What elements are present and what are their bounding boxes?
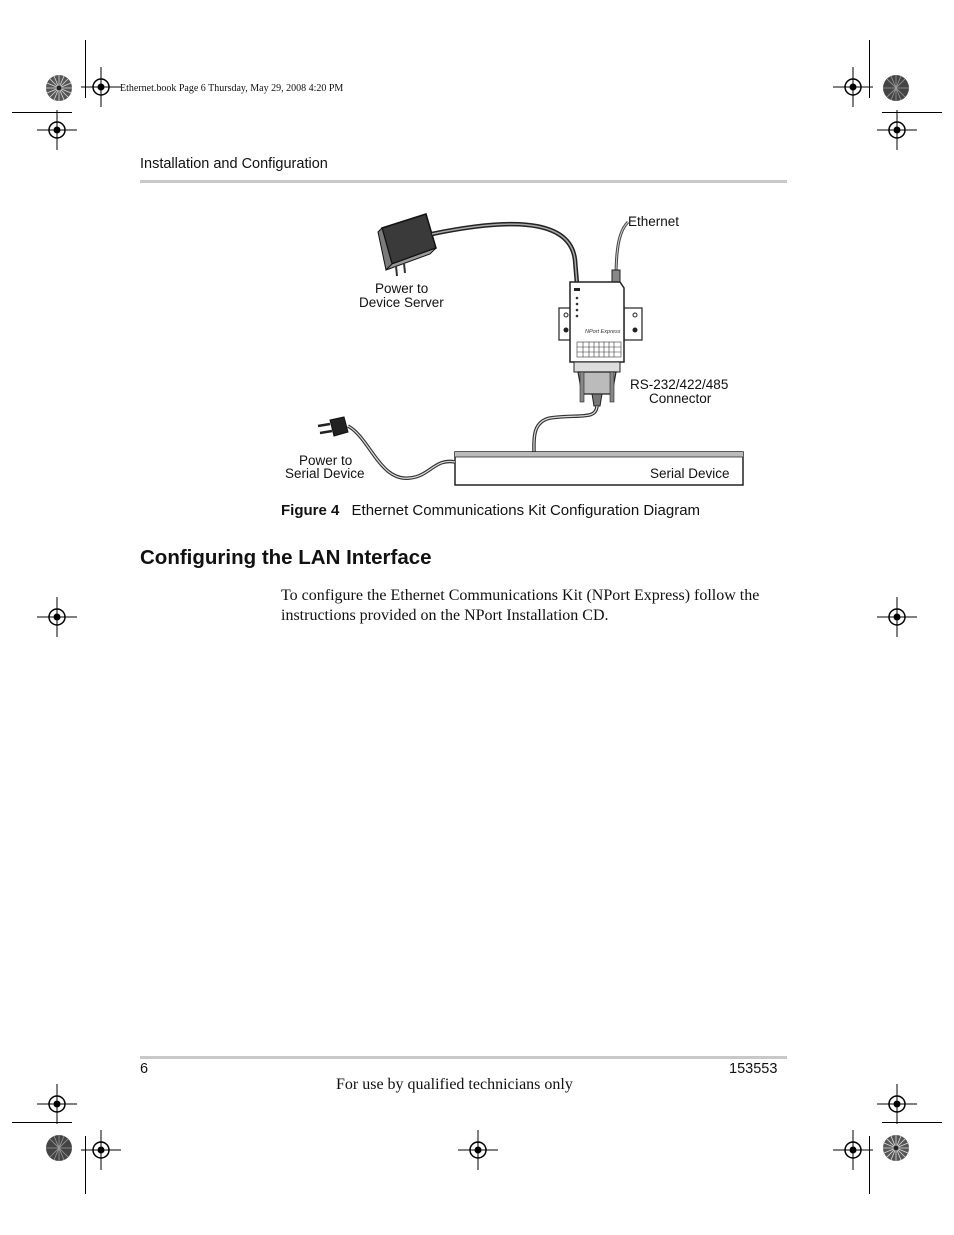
registration-mark-icon: [877, 1084, 917, 1124]
power-device-server-label-line1: Power to: [375, 281, 429, 296]
power-serial-device-label-line2: Serial Device: [285, 466, 365, 481]
footer-rule: [140, 1056, 787, 1059]
connector-label-line2: Connector: [649, 391, 712, 406]
crop-mark: [882, 1122, 942, 1123]
registration-mark-icon: [877, 597, 917, 637]
header-rule: [140, 180, 787, 183]
connector-label-line1: RS-232/422/485: [630, 377, 729, 392]
figure-caption-text: Ethernet Communications Kit Configuratio…: [351, 502, 701, 519]
registration-mark-icon: [458, 1130, 498, 1170]
figure-caption: Figure 4 Ethernet Communications Kit Con…: [281, 502, 700, 519]
document-number: 153553: [729, 1061, 778, 1077]
crop-mark: [12, 1122, 72, 1123]
running-head: Installation and Configuration: [140, 156, 328, 172]
configuration-diagram: NPort Express: [270, 200, 760, 500]
crop-mark: [12, 112, 72, 113]
serial-device-label: Serial Device: [650, 466, 730, 481]
registration-mark-icon: [833, 67, 873, 107]
registration-mark-icon: [877, 110, 917, 150]
diagram-artwork: NPort Express: [317, 213, 744, 486]
registration-mark-icon: [81, 67, 121, 107]
crop-mark: [869, 40, 870, 98]
crop-mark: [882, 112, 942, 113]
crop-mark: [869, 1136, 870, 1194]
starburst-target-icon: [46, 75, 72, 101]
power-adapter-icon: [377, 213, 437, 277]
body-paragraph: To configure the Ethernet Communications…: [281, 587, 760, 624]
unit-name-label: NPort Express: [585, 329, 621, 335]
registration-mark-icon: [37, 110, 77, 150]
figure-number: Figure 4: [281, 502, 340, 519]
print-slug: Ethernet.book Page 6 Thursday, May 29, 2…: [120, 83, 344, 94]
power-device-server-label-line2: Device Server: [359, 295, 444, 310]
ethernet-label: Ethernet: [628, 214, 680, 229]
wall-plug-icon: [317, 416, 349, 437]
registration-mark-icon: [37, 597, 77, 637]
starburst-target-icon: [46, 1135, 72, 1161]
crop-mark: [85, 1136, 86, 1194]
nport-device-icon: NPort Express: [558, 281, 643, 407]
registration-mark-icon: [81, 1130, 121, 1170]
footer-note: For use by qualified technicians only: [336, 1076, 573, 1093]
starburst-target-icon: [883, 1135, 909, 1161]
crop-mark: [85, 40, 86, 98]
registration-mark-icon: [833, 1130, 873, 1170]
section-heading: Configuring the LAN Interface: [140, 546, 432, 569]
power-serial-device-label-line1: Power to: [299, 453, 353, 468]
starburst-target-icon: [883, 75, 909, 101]
registration-mark-icon: [37, 1084, 77, 1124]
page-number: 6: [140, 1061, 149, 1077]
